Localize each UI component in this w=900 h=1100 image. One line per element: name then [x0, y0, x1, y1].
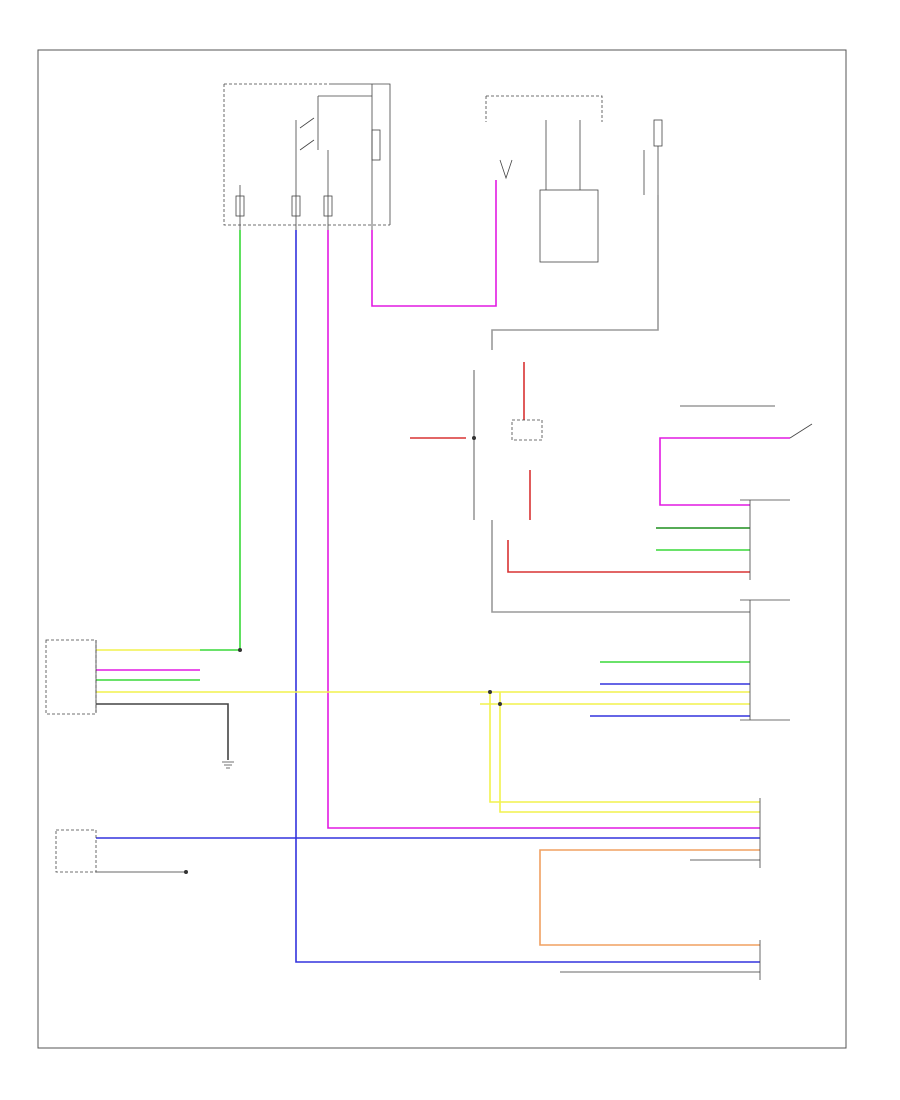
fuse-top-right: [643, 119, 663, 195]
wire-green: [200, 230, 241, 651]
relay-module: [485, 95, 603, 263]
wire-gray-center: [473, 370, 750, 613]
wire-yellow-drop: [489, 692, 760, 813]
splice-box: [511, 419, 543, 441]
wire-magenta-right: [659, 437, 790, 506]
fuse-icon: [291, 195, 301, 217]
module-left-lower: [55, 829, 97, 873]
wire-orange: [539, 849, 760, 946]
fuse-icon: [323, 195, 333, 217]
wire-magenta-relay: [371, 180, 497, 307]
wire-gray-top: [491, 195, 659, 350]
wire-magenta-long: [327, 230, 760, 829]
connector-right-mid: [740, 599, 790, 721]
wire-gray-bottom: [560, 859, 760, 973]
wire-red-center: [507, 362, 750, 573]
wire-black-left: [96, 703, 229, 760]
diode-icon: [499, 159, 513, 180]
fuse-icon: [371, 129, 381, 161]
wire-blue: [295, 230, 760, 963]
fuse-icon: [653, 119, 663, 147]
diagram-frame: [37, 49, 847, 1049]
switch-icon: [789, 423, 813, 439]
ground-icon: [222, 761, 234, 769]
fuse-box: [223, 83, 391, 230]
splice-dots: [184, 436, 502, 874]
module-left-upper: [45, 639, 97, 715]
relay-switch-icon: [299, 117, 315, 151]
connector-right-upper: [740, 499, 790, 580]
motor-connector: [539, 189, 599, 263]
fuse-icon: [235, 195, 245, 217]
